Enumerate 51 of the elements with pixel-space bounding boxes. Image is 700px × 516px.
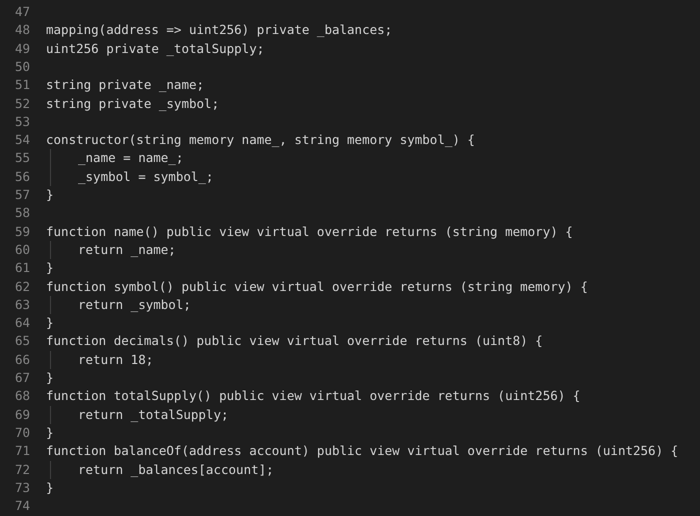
line-number: 53 xyxy=(14,112,30,131)
code-line: } xyxy=(46,259,54,278)
line-number: 70 xyxy=(14,424,30,442)
line-number: 50 xyxy=(14,58,30,76)
code-line: function balanceOf(address account) public view virtual override returns (uint256) { xyxy=(46,442,678,460)
line-number: 69 xyxy=(14,406,30,424)
code-line: return 18; xyxy=(78,350,154,369)
line-number: 59 xyxy=(14,222,30,241)
line-number: 52 xyxy=(14,94,30,112)
line-number: 54 xyxy=(14,131,30,150)
line-number: 56 xyxy=(14,168,30,186)
line-number: 63 xyxy=(14,296,30,314)
line-number: 51 xyxy=(14,76,30,94)
code-line: constructor(string memory name_, string memory symbol_) { xyxy=(46,131,475,150)
line-number: 71 xyxy=(14,442,30,460)
code-line: return _name; xyxy=(78,240,176,259)
code-line: } xyxy=(46,314,54,332)
code-line: return _balances[account]; xyxy=(78,460,274,478)
line-number: 57 xyxy=(14,186,30,204)
line-number: 65 xyxy=(14,332,30,350)
code-line: return _totalSupply; xyxy=(78,406,229,424)
code-line: function totalSupply() public view virtual override returns (uint256) { xyxy=(46,387,580,406)
code-line: mapping(address => uint256) private _balances; xyxy=(46,21,392,40)
code-line: } xyxy=(46,478,54,497)
code-line: } xyxy=(46,369,54,387)
line-number: 73 xyxy=(14,478,30,497)
code-line: string private _symbol; xyxy=(46,94,220,112)
code-line: } xyxy=(46,186,54,204)
line-number: 74 xyxy=(14,497,30,516)
code-line: function decimals() public view virtual override returns (uint8) { xyxy=(46,332,543,350)
line-number: 72 xyxy=(14,460,30,478)
code-line: _name = name_; xyxy=(78,149,184,168)
line-number: 62 xyxy=(14,278,30,296)
line-number: 55 xyxy=(14,149,30,168)
code-line: _symbol = symbol_; xyxy=(78,168,214,186)
line-number: 60 xyxy=(14,240,30,259)
code-line: function name() public view virtual override returns (string memory) { xyxy=(46,222,573,241)
code-line: return _symbol; xyxy=(78,296,191,314)
line-number: 67 xyxy=(14,369,30,387)
code-line: uint256 private _totalSupply; xyxy=(46,40,264,58)
code-line: function symbol() public view virtual override returns (string memory) { xyxy=(46,278,588,296)
line-number: 47 xyxy=(14,3,30,21)
line-number: 64 xyxy=(14,314,30,332)
line-number: 68 xyxy=(14,387,30,406)
line-number: 61 xyxy=(14,259,30,278)
line-number: 49 xyxy=(14,40,30,58)
line-number: 48 xyxy=(14,21,30,40)
line-number: 58 xyxy=(14,204,30,222)
code-line: } xyxy=(46,424,54,442)
code-line: string private _name; xyxy=(46,76,204,94)
line-number: 66 xyxy=(14,350,30,369)
